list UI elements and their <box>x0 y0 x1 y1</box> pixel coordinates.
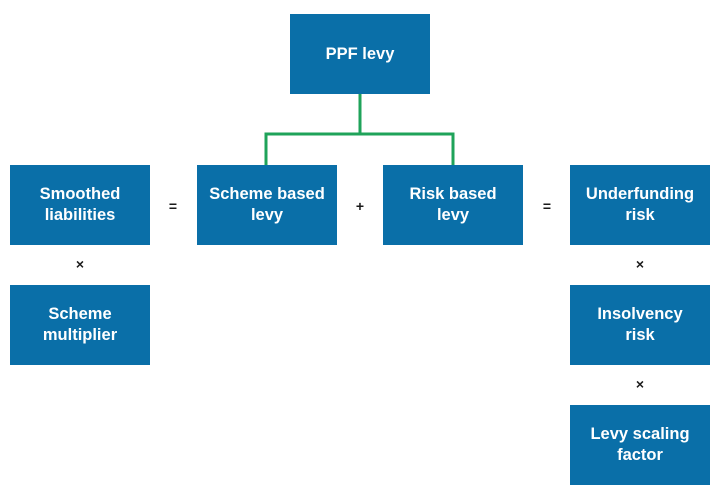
underfunding-risk-box: Underfunding risk <box>570 165 710 245</box>
scheme-based-levy-box: Scheme based levy <box>197 165 337 245</box>
connector-line <box>264 94 362 165</box>
times-operator: × <box>635 376 645 392</box>
risk-based-levy-box: Risk based levy <box>383 165 523 245</box>
equals-operator: = <box>168 198 178 214</box>
times-operator: × <box>75 256 85 272</box>
equals-operator: = <box>542 198 552 214</box>
smoothed-liabilities-box: Smoothed liabilities <box>10 165 150 245</box>
connector-line <box>360 132 455 165</box>
levy-scaling-factor-box: Levy scaling factor <box>570 405 710 485</box>
plus-operator: + <box>355 198 365 214</box>
ppf-levy-box: PPF levy <box>290 14 430 94</box>
scheme-multiplier-box: Scheme multiplier <box>10 285 150 365</box>
times-operator: × <box>635 256 645 272</box>
insolvency-risk-box: Insolvency risk <box>570 285 710 365</box>
